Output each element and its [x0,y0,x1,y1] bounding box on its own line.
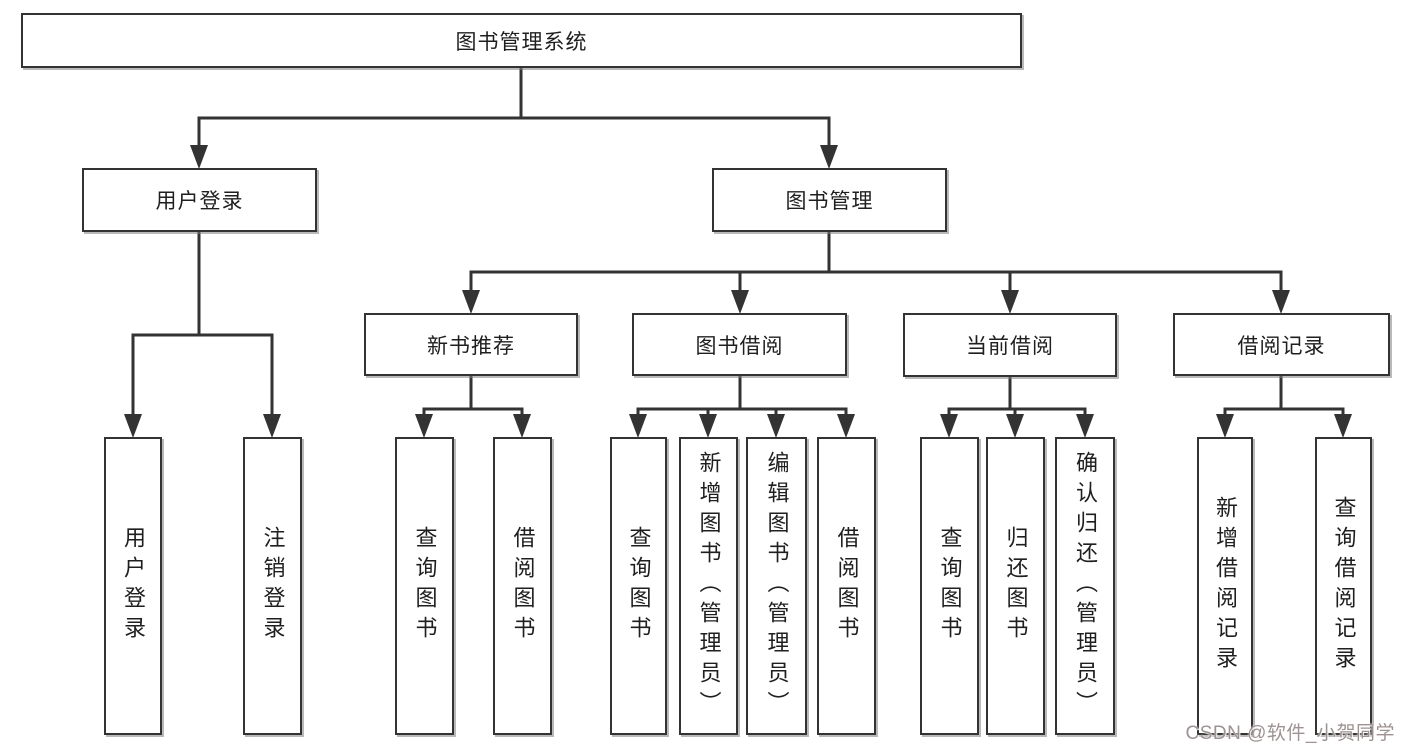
arrowhead-icon [124,414,142,438]
arrowhead-icon [462,290,480,314]
arrowhead-icon [699,414,717,438]
node-user-login: 用户登录 [82,168,317,232]
arrowhead-icon [263,414,281,438]
node-book-borrow: 图书借阅 [632,313,847,376]
node-label: 注销登录 [260,526,286,646]
node-label: 编辑图书（管理员） [764,451,790,721]
arrowhead-icon [513,414,531,438]
arrowhead-icon [731,290,749,314]
node-label: 查询图书 [412,526,438,646]
arrowhead-icon [940,414,958,438]
leaf-query-books-recommend: 查询图书 [395,437,454,735]
leaf-query-borrow-record: 查询借阅记录 [1315,437,1372,735]
arrowhead-icon [629,414,647,438]
arrowhead-icon [1001,290,1019,314]
leaf-add-books-admin: 新增图书（管理员） [679,437,738,735]
arrowhead-icon [1272,290,1290,314]
arrowhead-icon [1334,414,1352,438]
arrowhead-icon [837,414,855,438]
node-label: 查询图书 [626,526,652,646]
arrowhead-icon [1006,414,1024,438]
node-label: 查询图书 [937,526,963,646]
arrowhead-icon [1076,414,1094,438]
node-label: 用户登录 [155,190,244,213]
leaf-borrow-books-recommend: 借阅图书 [493,437,552,735]
arrowhead-icon [415,414,433,438]
node-book-management: 图书管理 [712,168,947,232]
node-label: 新增借阅记录 [1213,496,1238,676]
node-label: 新书推荐 [427,334,515,358]
node-label: 新增图书（管理员） [696,451,722,721]
node-label: 用户登录 [121,526,146,646]
leaf-user-login: 用户登录 [104,437,162,735]
node-current-borrow: 当前借阅 [903,313,1117,377]
leaf-confirm-return-admin: 确认归还（管理员） [1055,437,1115,735]
node-label: 确认归还（管理员） [1073,451,1098,721]
node-label: 当前借阅 [966,335,1054,358]
node-label: 图书借阅 [695,334,784,358]
node-label: 归还图书 [1003,526,1029,646]
arrowhead-icon [767,414,785,438]
leaf-borrow-books: 借阅图书 [817,437,876,735]
leaf-edit-books-admin: 编辑图书（管理员） [746,437,807,735]
arrowhead-icon [190,145,208,169]
node-label: 借阅图书 [510,526,536,646]
node-label: 图书管理 [785,190,874,213]
leaf-return-books: 归还图书 [986,437,1045,735]
leaf-logout: 注销登录 [243,437,302,735]
leaf-query-books-current: 查询图书 [920,437,979,735]
node-label: 借阅图书 [834,526,860,646]
leaf-query-books-borrow: 查询图书 [610,437,667,735]
leaf-add-borrow-record: 新增借阅记录 [1197,437,1253,735]
csdn-watermark: CSDN @软件_小贺同学 [1185,723,1395,744]
node-label: 查询借阅记录 [1331,496,1357,676]
arrowhead-icon [820,145,838,169]
node-borrow-records: 借阅记录 [1173,313,1390,376]
node-new-book-recommend: 新书推荐 [364,313,578,376]
node-label: 借阅记录 [1237,334,1326,358]
node-label: 图书管理系统 [455,30,588,54]
arrowhead-icon [1216,414,1234,438]
node-root-system: 图书管理系统 [21,13,1022,68]
